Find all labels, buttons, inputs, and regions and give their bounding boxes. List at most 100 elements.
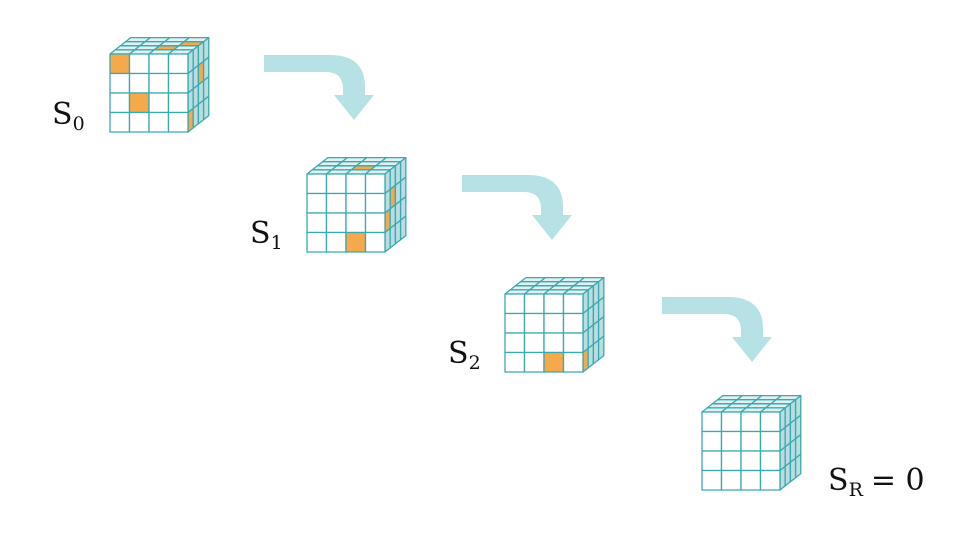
front-cell <box>109 92 131 114</box>
front-cell <box>543 312 565 334</box>
cube-stage-2 <box>504 276 605 373</box>
side-cell <box>389 223 397 249</box>
side-cell <box>197 99 205 125</box>
front-cell <box>720 450 742 472</box>
front-cell <box>543 351 565 373</box>
front-cell <box>345 231 367 253</box>
front-cell <box>345 173 367 195</box>
front-cell <box>759 430 781 452</box>
side-cell <box>399 215 407 241</box>
front-cell <box>504 293 526 315</box>
side-cell <box>187 107 194 133</box>
front-cell <box>128 92 150 114</box>
side-cell <box>779 465 786 491</box>
front-cell <box>504 351 526 373</box>
arrow-1-icon <box>264 55 374 120</box>
front-cell <box>148 72 170 94</box>
front-cell <box>364 231 386 253</box>
arrow-layer <box>264 55 772 362</box>
front-cell <box>543 332 565 354</box>
front-cell <box>504 332 526 354</box>
front-cell <box>325 212 347 234</box>
front-cell <box>523 312 545 334</box>
label-stage-1: S1 <box>250 216 283 254</box>
label-subscript: R <box>849 479 864 501</box>
front-cell <box>148 111 170 133</box>
side-cell <box>202 95 210 121</box>
front-cell <box>759 450 781 472</box>
front-cell <box>720 411 742 433</box>
front-cell <box>325 231 347 253</box>
front-cell <box>701 469 723 491</box>
label-stage-0: S0 <box>52 97 85 135</box>
front-cell <box>128 53 150 75</box>
front-cell <box>306 173 328 195</box>
front-cell <box>759 469 781 491</box>
front-cell <box>523 351 545 373</box>
front-cell <box>720 430 742 452</box>
front-cell <box>109 53 131 75</box>
front-cell <box>740 430 762 452</box>
front-cell <box>128 111 150 133</box>
cube-stage-0 <box>109 36 210 133</box>
front-cell <box>167 53 189 75</box>
front-cell <box>128 72 150 94</box>
front-cell <box>759 411 781 433</box>
arrow-2-icon <box>462 175 572 240</box>
front-cell <box>148 92 170 114</box>
front-cell <box>167 111 189 133</box>
front-cell <box>364 192 386 214</box>
front-cell <box>701 411 723 433</box>
cube-stage-R <box>701 394 802 491</box>
label-subscript: 2 <box>469 352 481 374</box>
front-cell <box>562 332 584 354</box>
front-cell <box>562 351 584 373</box>
side-cell <box>597 335 605 361</box>
front-cell <box>562 312 584 334</box>
side-cell <box>384 227 391 253</box>
front-cell <box>720 469 742 491</box>
front-cell <box>740 450 762 472</box>
front-cell <box>306 192 328 214</box>
front-cell <box>167 72 189 94</box>
label-equals-zero: = 0 <box>871 463 925 498</box>
front-cell <box>504 312 526 334</box>
front-cell <box>345 212 367 234</box>
front-cell <box>148 53 170 75</box>
label-letter: S <box>828 463 849 498</box>
front-cell <box>740 469 762 491</box>
front-cell <box>325 173 347 195</box>
front-cell <box>306 212 328 234</box>
label-letter: S <box>448 336 469 371</box>
label-subscript: 1 <box>271 232 283 254</box>
front-cell <box>523 332 545 354</box>
side-cell <box>789 457 797 483</box>
front-cell <box>740 411 762 433</box>
side-cell <box>592 339 600 365</box>
side-cell <box>192 103 200 129</box>
front-cell <box>167 92 189 114</box>
front-cell <box>345 192 367 214</box>
label-letter: S <box>52 97 73 132</box>
front-cell <box>364 173 386 195</box>
front-cell <box>701 450 723 472</box>
label-subscript: 0 <box>73 113 85 135</box>
label-stage-R: SR = 0 <box>828 463 925 501</box>
front-cell <box>325 192 347 214</box>
front-cell <box>523 293 545 315</box>
label-stage-2: S2 <box>448 336 481 374</box>
front-cell <box>701 430 723 452</box>
side-cell <box>794 453 802 479</box>
front-cell <box>543 293 565 315</box>
label-letter: S <box>250 216 271 251</box>
front-cell <box>109 72 131 94</box>
front-cell <box>562 293 584 315</box>
side-cell <box>394 219 402 245</box>
side-cell <box>582 347 589 373</box>
front-cell <box>109 111 131 133</box>
cube-stage-1 <box>306 156 407 253</box>
side-cell <box>784 461 792 487</box>
side-cell <box>587 343 595 369</box>
front-cell <box>306 231 328 253</box>
